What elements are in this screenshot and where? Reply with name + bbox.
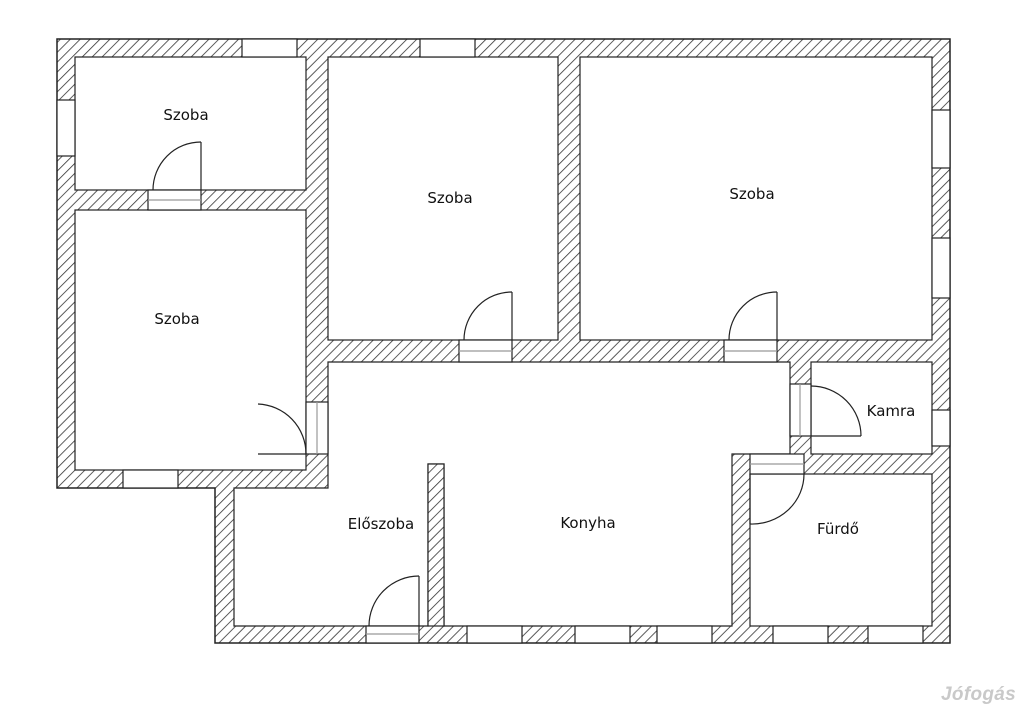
window bbox=[867, 625, 924, 644]
window bbox=[241, 38, 298, 58]
window bbox=[656, 625, 713, 644]
door bbox=[749, 453, 805, 525]
room-label-konyha: Konyha bbox=[560, 514, 615, 532]
room-label-szoba-top-left: Szoba bbox=[163, 106, 208, 124]
door bbox=[458, 291, 513, 363]
window bbox=[122, 469, 179, 489]
window bbox=[931, 237, 951, 299]
window bbox=[419, 38, 476, 58]
room-label-szoba-left: Szoba bbox=[154, 310, 199, 328]
door bbox=[365, 575, 420, 644]
walls bbox=[56, 38, 951, 644]
window bbox=[574, 625, 631, 644]
door bbox=[789, 383, 862, 437]
room-label-furdo: Fürdő bbox=[817, 520, 859, 538]
door bbox=[147, 141, 202, 211]
door bbox=[257, 401, 329, 455]
room-label-eloszoba: Előszoba bbox=[348, 515, 414, 533]
room-labels: Szoba Szoba Szoba Szoba Kamra Fürdő Elős… bbox=[154, 106, 915, 538]
room-label-szoba-right: Szoba bbox=[729, 185, 774, 203]
room-label-szoba-middle: Szoba bbox=[427, 189, 472, 207]
doors bbox=[147, 141, 862, 644]
window bbox=[466, 625, 523, 644]
room-label-kamra: Kamra bbox=[867, 402, 916, 420]
window bbox=[931, 109, 951, 169]
window bbox=[931, 409, 951, 447]
window bbox=[56, 99, 76, 157]
watermark-logo: Jófogás bbox=[941, 684, 1016, 705]
windows bbox=[56, 38, 951, 644]
window bbox=[772, 625, 829, 644]
door bbox=[723, 291, 778, 363]
